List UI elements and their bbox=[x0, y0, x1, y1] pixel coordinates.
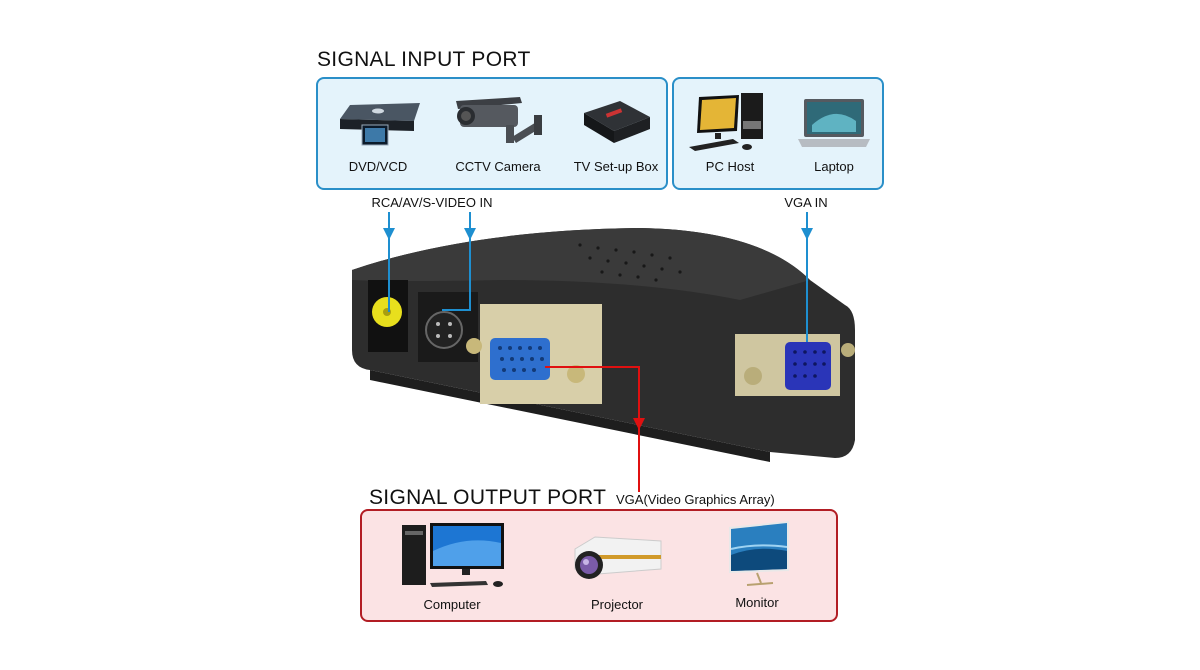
input-item-label: Laptop bbox=[814, 159, 854, 174]
output-group: Computer Projector Monitor bbox=[360, 509, 838, 622]
dvd-player-icon bbox=[340, 103, 420, 146]
rca-arrow-icon bbox=[383, 228, 395, 240]
input-item-dvd: DVD/VCD bbox=[328, 91, 428, 174]
computer-icon bbox=[402, 523, 504, 587]
input-item-pc-host: PC Host bbox=[680, 91, 780, 174]
input-item-cctv: CCTV Camera bbox=[443, 87, 553, 174]
vga-in-port-label: VGA IN bbox=[784, 195, 828, 210]
input-item-label: PC Host bbox=[705, 159, 755, 174]
rca-connector-line bbox=[388, 212, 390, 312]
input-item-label: CCTV Camera bbox=[455, 159, 541, 174]
projector-icon bbox=[574, 536, 662, 579]
output-item-monitor: Monitor bbox=[702, 519, 812, 610]
laptop-icon bbox=[798, 99, 870, 147]
input-section-title: SIGNAL INPUT PORT bbox=[317, 48, 531, 71]
vga-out-arrow-icon bbox=[633, 418, 645, 430]
cctv-camera-icon bbox=[456, 97, 542, 143]
output-item-label: Computer bbox=[423, 597, 481, 612]
output-item-label: Monitor bbox=[735, 595, 779, 610]
vga-in-connector-line bbox=[806, 212, 808, 342]
input-item-laptop: Laptop bbox=[784, 95, 884, 174]
vga-in-arrow-icon bbox=[801, 228, 813, 240]
av-port-label: RCA/AV/S-VIDEO IN bbox=[371, 195, 493, 210]
vga-converter-device bbox=[352, 228, 855, 462]
input-item-label: TV Set-up Box bbox=[573, 159, 659, 174]
svideo-arrow-icon bbox=[464, 228, 476, 240]
pc-host-icon bbox=[689, 93, 763, 151]
vga-input-group: PC Host Laptop bbox=[672, 77, 884, 190]
tv-set-top-box-icon bbox=[584, 101, 650, 143]
av-input-group: DVD/VCD CCTV Camera TV Set-up Box bbox=[316, 77, 668, 190]
svideo-connector-elbow bbox=[442, 309, 471, 311]
input-item-label: DVD/VCD bbox=[348, 159, 408, 174]
vga-out-connector-horizontal bbox=[545, 366, 640, 368]
monitor-icon bbox=[729, 521, 789, 586]
output-item-projector: Projector bbox=[562, 525, 672, 612]
vga-out-port-label: VGA(Video Graphics Array) bbox=[616, 492, 775, 507]
output-section-title: SIGNAL OUTPUT PORT bbox=[369, 486, 607, 509]
svideo-connector-line bbox=[469, 212, 471, 310]
output-item-label: Projector bbox=[590, 597, 644, 612]
output-item-computer: Computer bbox=[392, 521, 512, 612]
input-item-settop: TV Set-up Box bbox=[566, 91, 666, 174]
